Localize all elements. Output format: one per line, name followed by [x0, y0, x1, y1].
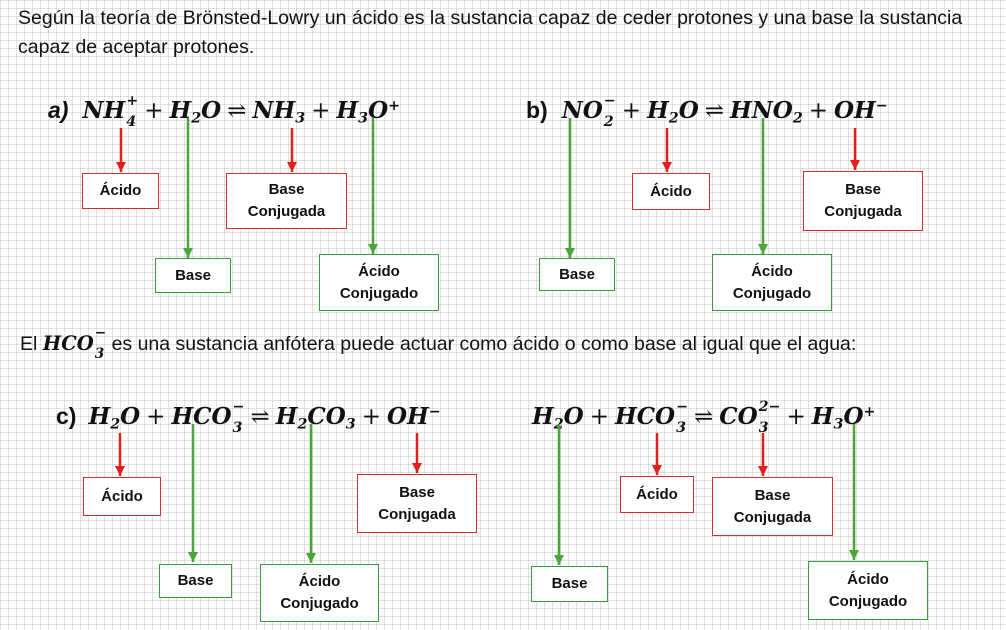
- equation-b-label: b): [526, 96, 548, 123]
- equation-a: a) NH+4+H2O⇌NH3+H3O+: [48, 92, 401, 130]
- intro-paragraph: Según la teoría de Brönsted-Lowry un áci…: [18, 7, 963, 58]
- box-b-base: Base: [539, 258, 615, 291]
- box-b-acid: Ácido: [632, 173, 710, 210]
- box-a-acid: Ácido: [82, 173, 159, 209]
- box-c-acid: Ácido: [83, 477, 161, 516]
- box-d-acid: Ácido: [620, 476, 694, 513]
- box-a-base: Base: [155, 258, 231, 293]
- equation-a-label: a): [48, 96, 69, 123]
- box-d-base: Base: [531, 566, 608, 602]
- box-c-base: Base: [159, 564, 232, 598]
- amphoteric-sentence: El HCO−3 es una sustancia anfótera puede…: [20, 324, 857, 362]
- equation-c-label: c): [56, 402, 77, 429]
- equation-c: c) H2O+HCO−3⇌H2CO3+OH−: [56, 398, 441, 436]
- equation-b: b) NO−2+H2O⇌HNO2+OH−: [526, 92, 888, 130]
- bicarbonate-formula: HCO−3: [42, 324, 107, 362]
